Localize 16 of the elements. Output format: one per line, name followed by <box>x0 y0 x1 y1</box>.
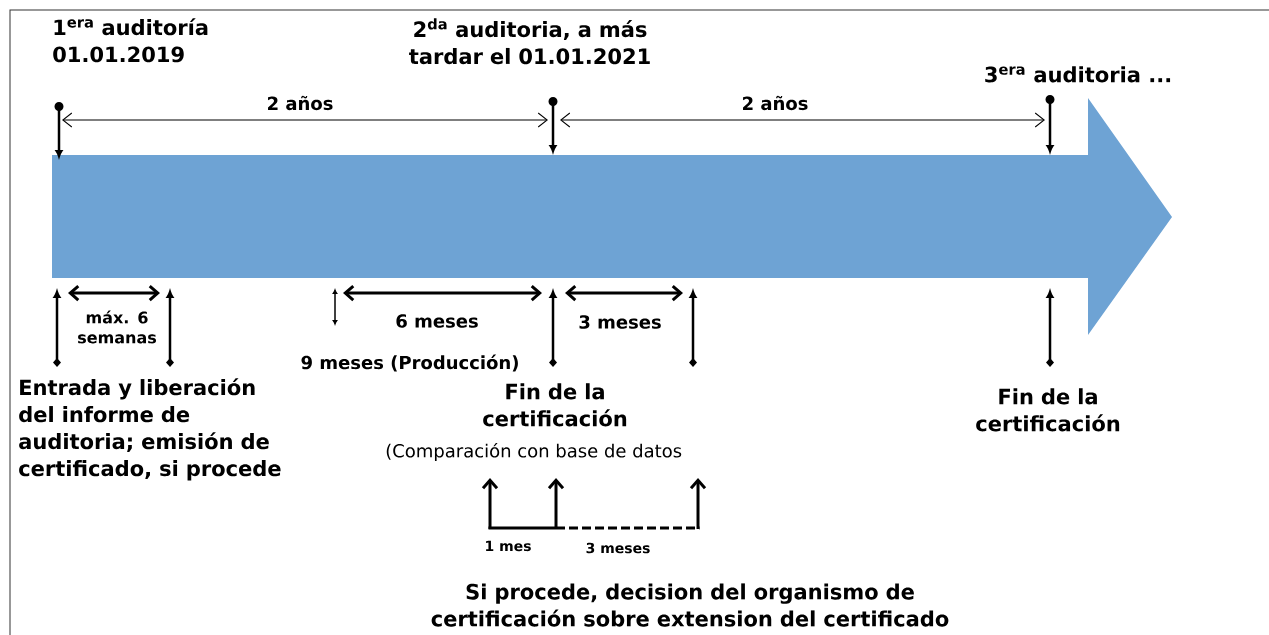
label-text: 6 meses <box>396 314 478 328</box>
label-text: 3 meses <box>586 542 650 554</box>
label-text: Fin de la certificación <box>483 383 627 427</box>
label-text: 2$^{da}$ auditoria, a más tardar el 01.01.2021 <box>409 18 650 65</box>
label-text: 1$^{era}$ auditoría 01.01.2019 <box>53 18 208 63</box>
label-text: 3 meses <box>579 315 661 329</box>
label-text: Entrada y liberación del informe de auditoria; emisión de certificado, si procede <box>19 378 281 481</box>
label-text: Si procede, decision del organismo de certificación sobre extension del certificado <box>431 583 949 627</box>
label-text: máx. 6 semanas <box>78 310 156 344</box>
label-text: 2 años <box>743 95 808 111</box>
label-text: Fin de la certificación <box>976 388 1120 432</box>
label-text: (Comparación con base de datos <box>386 442 682 462</box>
label-text: 3$^{era}$ auditoria ... <box>985 66 1171 83</box>
label-text: 9 meses (Producción) <box>301 354 518 372</box>
label-text: 2 años <box>268 95 333 111</box>
label-text: 1 mes <box>486 540 531 552</box>
